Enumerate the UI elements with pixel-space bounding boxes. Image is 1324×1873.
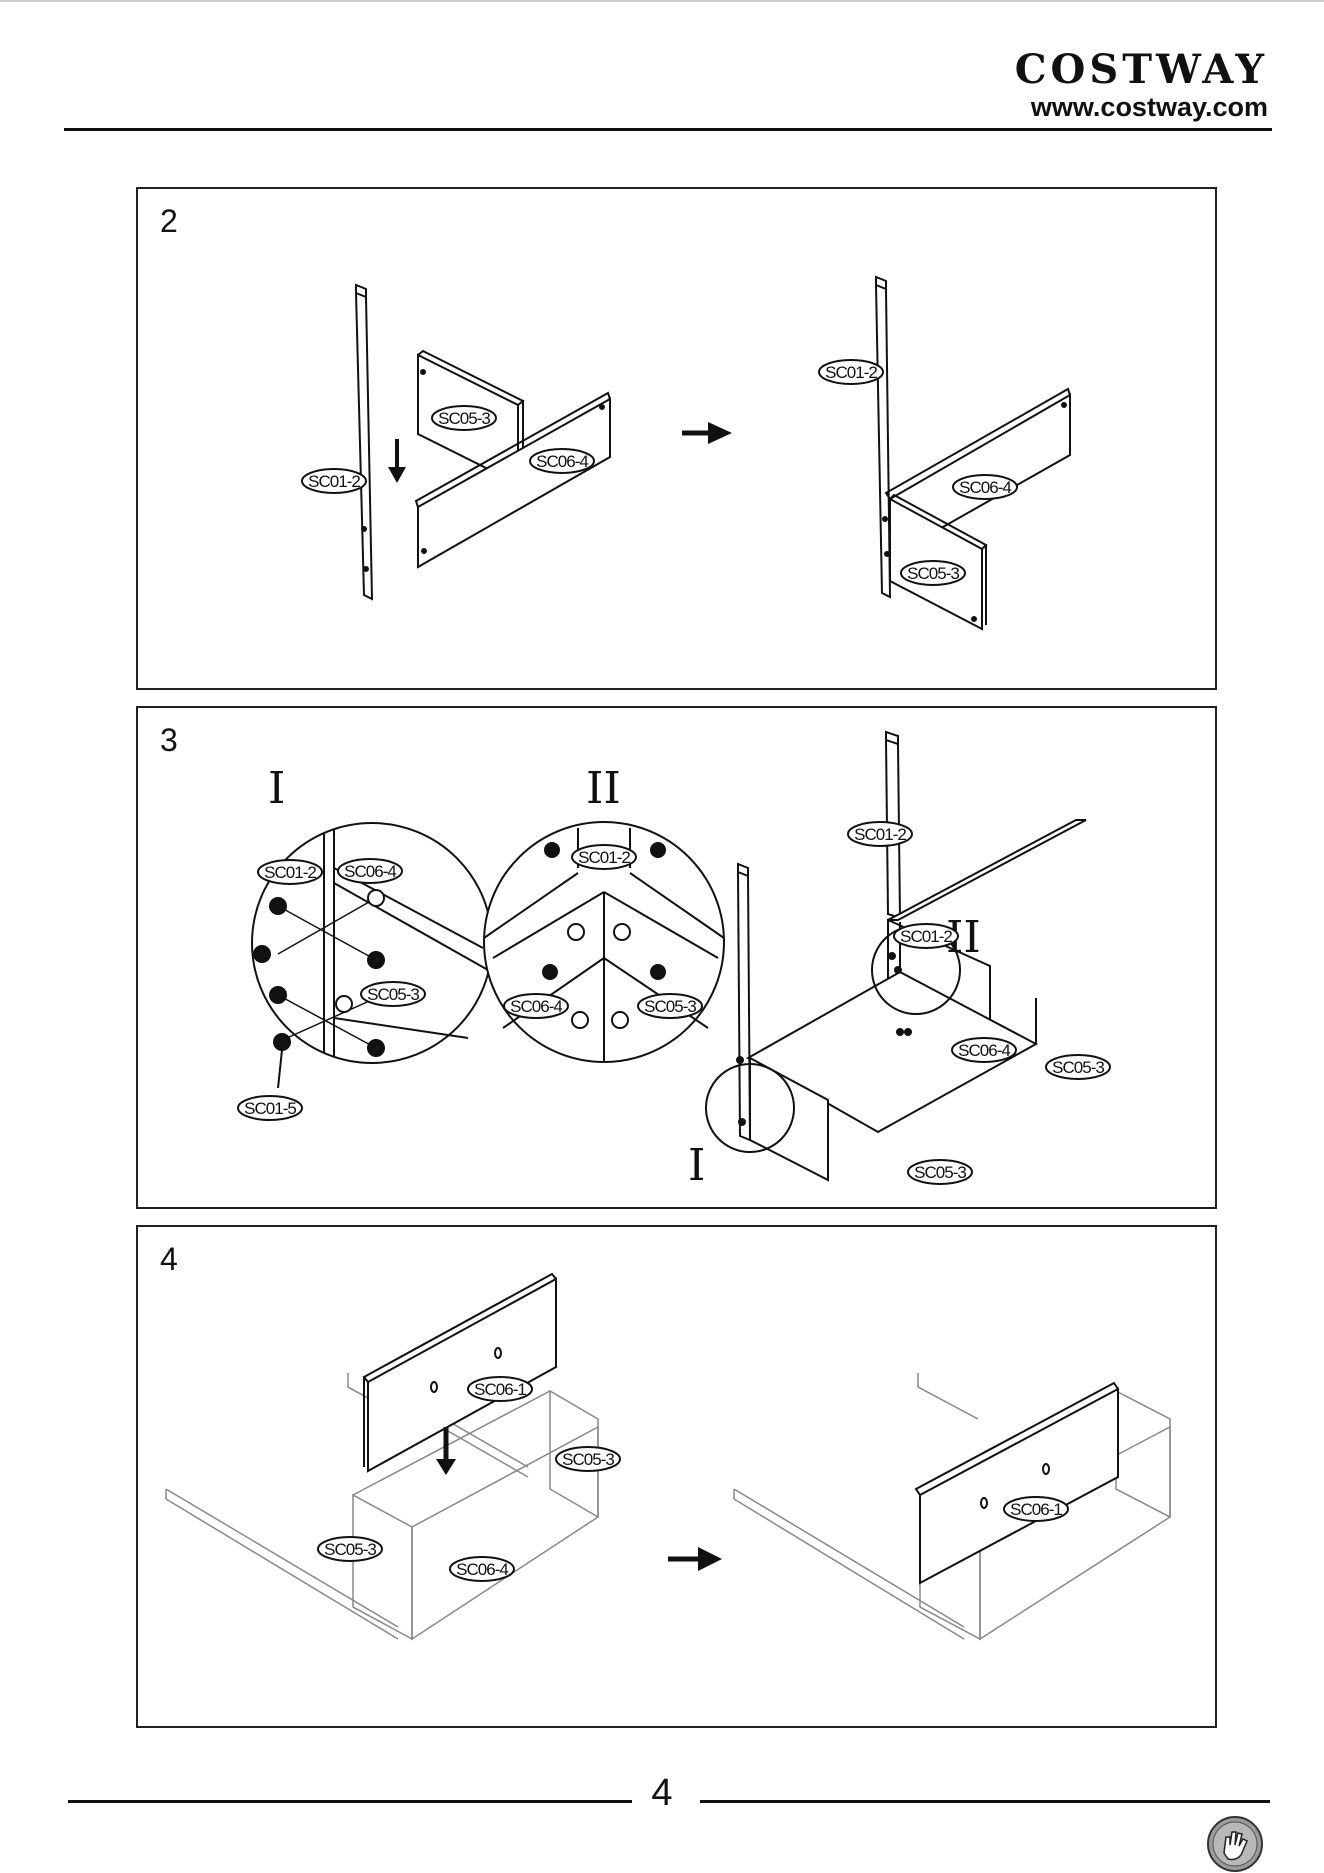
footer-rule-left — [68, 1800, 632, 1803]
label-rail-ii: SC01-2 — [578, 848, 630, 867]
back-panel-drawing — [364, 1274, 556, 1471]
footer-rule-right — [700, 1800, 1270, 1803]
assembled-frame-drawing — [706, 732, 1086, 1180]
step-3-diagram: I II II I SC01-2 SC06-4 SC05-3 SC01-5 SC… — [138, 708, 1219, 1211]
label-side-assembled: SC05-3 — [907, 564, 959, 583]
label-side-frame-back: SC05-3 — [1052, 1058, 1104, 1077]
label-rail-assembled: SC01-2 — [825, 363, 877, 382]
label-screw-i: SC01-5 — [244, 1099, 296, 1118]
step-2-diagram: SC01-2 SC05-3 SC06-4 SC01-2 SC06-4 SC05-… — [138, 189, 1219, 692]
step-3-panel: 3 — [136, 706, 1217, 1209]
mark-i: I — [268, 763, 285, 814]
label-side-frame-front: SC05-3 — [914, 1163, 966, 1182]
back-panel-installed-drawing — [916, 1383, 1118, 1583]
label-side-i: SC05-3 — [367, 985, 419, 1004]
label-side-back: SC05-3 — [562, 1450, 614, 1469]
label-rail: SC01-2 — [308, 472, 360, 491]
mark-i-frame: I — [688, 1140, 705, 1191]
step-4-diagram: SC06-1 SC05-3 SC05-3 SC06-4 SC06-1 — [138, 1227, 1219, 1730]
brand-block: COSTWAY www.costway.com — [1015, 50, 1268, 124]
label-panel-installed: SC06-1 — [1010, 1500, 1062, 1519]
label-rail-frame-front: SC01-2 — [900, 927, 952, 946]
page-number: 4 — [638, 1772, 686, 1815]
header-rule — [64, 128, 1272, 131]
label-bottom-i: SC06-4 — [344, 862, 396, 881]
step-4-panel: 4 — [136, 1225, 1217, 1728]
label-side-front: SC05-3 — [324, 1540, 376, 1559]
arrow-down-icon — [388, 439, 406, 483]
mark-ii: II — [586, 763, 621, 814]
label-bottom: SC06-4 — [536, 452, 588, 471]
arrow-right-icon — [668, 1547, 722, 1571]
label-side: SC05-3 — [438, 409, 490, 428]
label-side-ii: SC05-3 — [644, 997, 696, 1016]
label-rail-frame-back: SC01-2 — [854, 825, 906, 844]
step-2-panel: 2 — [136, 187, 1217, 690]
glove-icon — [1206, 1815, 1264, 1873]
arrow-right-icon — [682, 422, 732, 444]
label-bottom-assembled: SC06-4 — [959, 478, 1011, 497]
label-rail-i: SC01-2 — [264, 863, 316, 882]
label-bottom: SC06-4 — [456, 1560, 508, 1579]
brand-name: COSTWAY — [1015, 50, 1268, 90]
label-bottom-ii: SC06-4 — [510, 997, 562, 1016]
rail-drawing — [356, 285, 372, 599]
label-panel: SC06-1 — [474, 1380, 526, 1399]
label-bottom-frame: SC06-4 — [958, 1041, 1010, 1060]
top-edge — [0, 0, 1324, 2]
brand-url: www.costway.com — [1015, 90, 1268, 124]
